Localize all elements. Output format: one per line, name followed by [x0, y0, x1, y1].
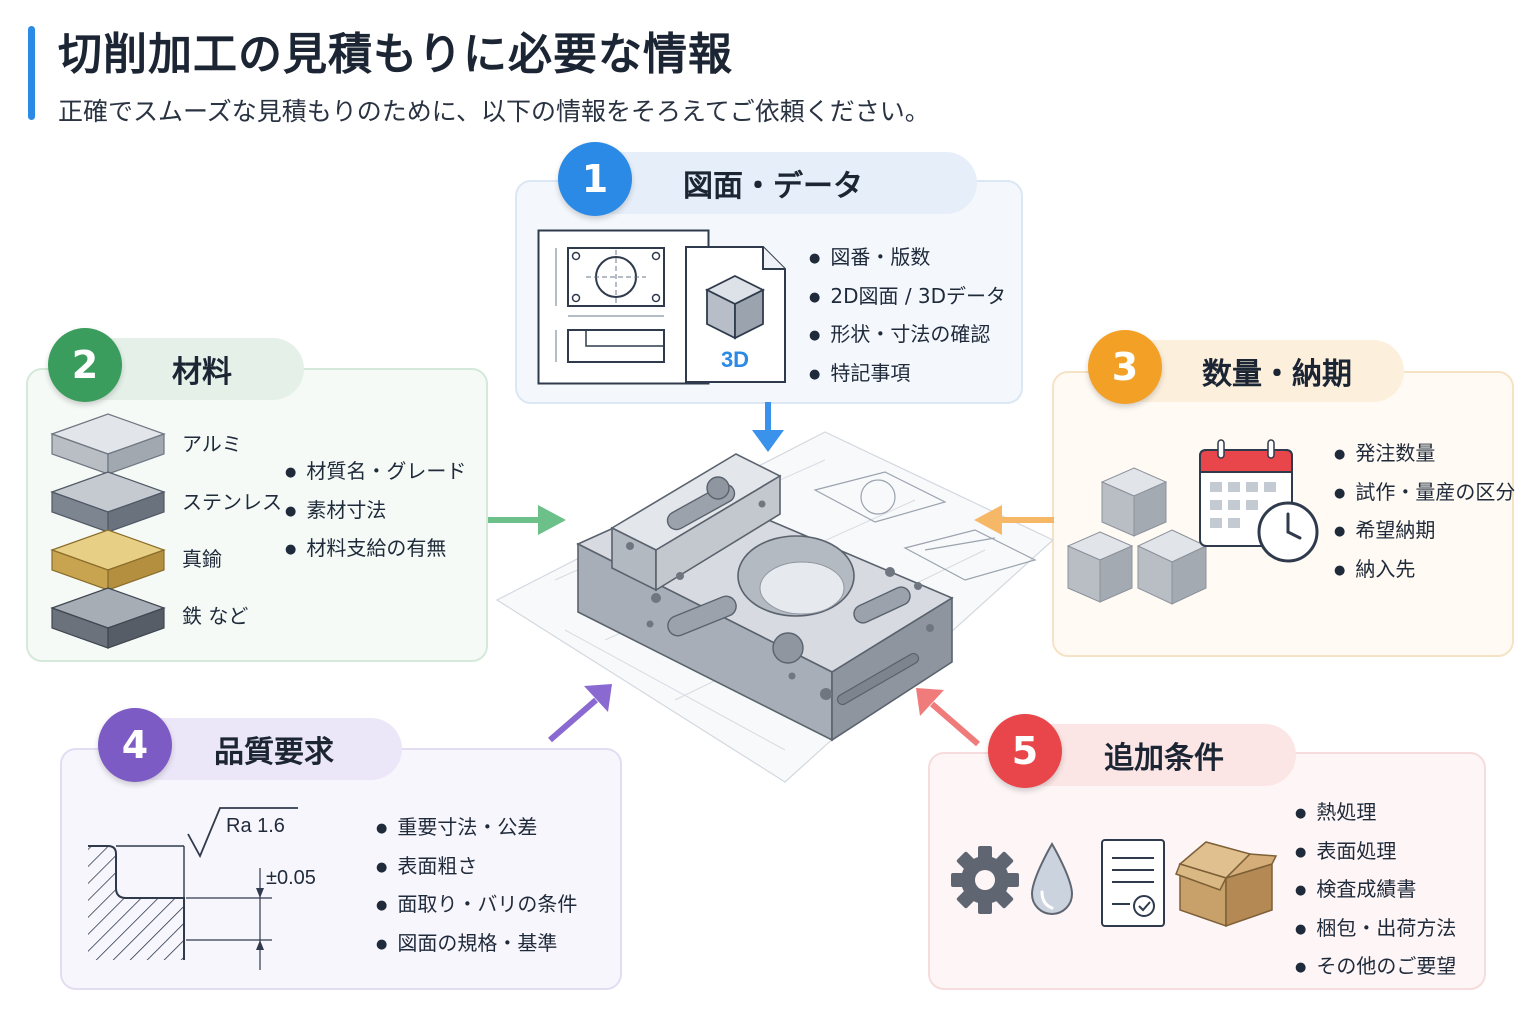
- section-1-title: 図面・データ: [683, 169, 863, 204]
- 3d-file-label: 3D: [721, 347, 749, 372]
- list-item: 図番・版数: [809, 240, 1006, 279]
- list-item: 素材寸法: [285, 493, 466, 532]
- 3d-file-icon: 3D: [685, 246, 786, 383]
- arrow-from-section-4: [548, 684, 612, 743]
- section-1-list: 図番・版数 2D図面 / 3Dデータ 形状・寸法の確認 特記事項: [809, 240, 1006, 394]
- list-item: 表面処理: [1295, 834, 1456, 873]
- droplet-icon: [1030, 842, 1074, 915]
- list-item: 検査成績書: [1295, 872, 1456, 911]
- machined-part-icon: [576, 453, 954, 742]
- arrow-from-section-1: [752, 402, 784, 452]
- section-1-header: 図面・データ: [575, 152, 977, 214]
- page-subtitle: 正確でスムーズな見積もりのために、以下の情報をそろえてご依頼ください。: [58, 97, 930, 126]
- list-item: 特記事項: [809, 356, 1006, 395]
- clock-icon: [1257, 501, 1319, 563]
- section-2-title: 材料: [172, 355, 232, 390]
- material-label-aluminum: アルミ: [182, 432, 242, 456]
- arrow-from-section-2: [488, 505, 566, 535]
- list-item: 発注数量: [1334, 436, 1515, 475]
- list-item: その他のご要望: [1295, 949, 1456, 988]
- section-5-title: 追加条件: [1104, 741, 1224, 776]
- list-item: 材料支給の有無: [285, 531, 466, 570]
- arrow-from-section-5: [916, 688, 980, 747]
- list-item: 形状・寸法の確認: [809, 317, 1006, 356]
- roughness-label: Ra 1.6: [226, 815, 285, 837]
- section-5-list: 熱処理 表面処理 検査成績書 梱包・出荷方法 その他のご要望: [1295, 795, 1456, 988]
- section-4-title: 品質要求: [214, 735, 334, 770]
- title-accent-bar: [28, 26, 35, 120]
- list-item: 希望納期: [1334, 513, 1515, 552]
- list-item: 材質名・グレード: [285, 454, 466, 493]
- list-item: 梱包・出荷方法: [1295, 911, 1456, 950]
- list-item: 2D図面 / 3Dデータ: [809, 279, 1006, 318]
- section-3-list: 発注数量 試作・量産の区分 希望納期 納入先: [1334, 436, 1515, 590]
- section-4-number-badge: 4: [98, 708, 172, 782]
- list-item: 熱処理: [1295, 795, 1456, 834]
- list-item: 試作・量産の区分: [1334, 475, 1515, 514]
- section-1-number-badge: 1: [558, 142, 632, 216]
- section-2-list: 材質名・グレード 素材寸法 材料支給の有無: [285, 454, 466, 570]
- section-2-number-badge: 2: [48, 328, 122, 402]
- material-label-stainless: ステンレス: [182, 490, 282, 514]
- gear-icon: [951, 846, 1019, 914]
- material-label-iron: 鉄 など: [182, 604, 249, 628]
- section-3-number-badge: 3: [1088, 330, 1162, 404]
- document-check-icon: [1101, 839, 1165, 927]
- list-item: 表面粗さ: [376, 849, 577, 888]
- section-4-list: 重要寸法・公差 表面粗さ 面取り・バリの条件 図面の規格・基準: [376, 810, 577, 964]
- arrow-from-section-3: [974, 505, 1054, 535]
- section-5-number-badge: 5: [988, 714, 1062, 788]
- material-blocks-icon: [50, 413, 166, 649]
- surface-roughness-diagram: Ra 1.6 ±0.05: [88, 807, 316, 970]
- list-item: 面取り・バリの条件: [376, 887, 577, 926]
- page-title: 切削加工の見積もりに必要な情報: [58, 29, 733, 80]
- material-label-brass: 真鍮: [182, 547, 222, 571]
- cubes-icon: [1066, 467, 1208, 605]
- tolerance-label: ±0.05: [266, 867, 316, 889]
- drawing-sheet-icon: [537, 229, 710, 385]
- section-3-title: 数量・納期: [1202, 357, 1352, 392]
- list-item: 納入先: [1334, 552, 1515, 591]
- list-item: 図面の規格・基準: [376, 926, 577, 965]
- box-icon: [1175, 841, 1278, 928]
- list-item: 重要寸法・公差: [376, 810, 577, 849]
